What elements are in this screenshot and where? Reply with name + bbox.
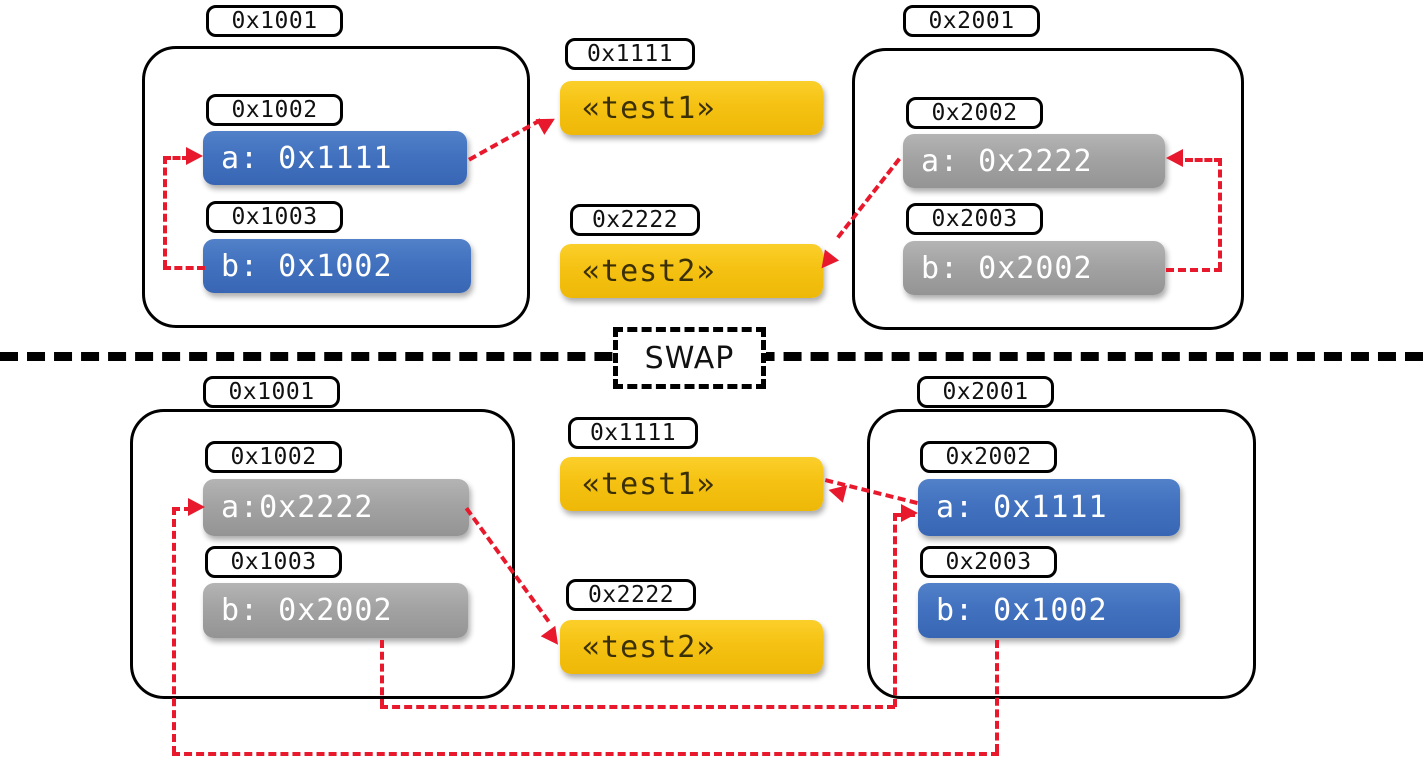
after-right-slot0-value: a: 0x1111: [918, 479, 1180, 536]
before-right-hook-top: [1185, 158, 1222, 162]
before-right-hook-arrowhead: [1166, 149, 1183, 167]
before-right-slot0-value: a: 0x2222: [903, 134, 1165, 188]
before-left-slot1-address: 0x1003: [206, 201, 343, 233]
after-left-b-run-horizontal: [380, 705, 895, 709]
after-string1-value: «test2»: [560, 620, 823, 674]
after-left-slot0-value: a:0x2222: [203, 479, 469, 536]
before-right-hook-bottom: [1166, 268, 1222, 272]
after-left-slot1-value: b: 0x2002: [203, 583, 468, 638]
after-right-a-to-test1-arrowhead: [826, 481, 848, 503]
after-right-a-arrowhead: [901, 504, 918, 522]
after-left-a-arrowhead: [188, 498, 205, 516]
before-string0-address: 0x1111: [565, 38, 695, 70]
before-left-hook-top: [163, 156, 190, 160]
before-left-slot0-address: 0x1002: [206, 94, 343, 126]
after-right-slot1-value: b: 0x1002: [918, 583, 1180, 638]
before-right-slot1-address: 0x2003: [906, 203, 1043, 235]
before-string1-value: «test2»: [560, 244, 823, 298]
after-right-slot1-address: 0x2003: [920, 546, 1057, 578]
before-left-hook-bottom: [163, 266, 205, 270]
after-string0-address: 0x1111: [568, 417, 698, 449]
after-left-a-entry-horizontal: [172, 507, 192, 511]
before-left-hook-vertical: [163, 156, 167, 268]
after-left-slot1-address: 0x1003: [205, 546, 342, 578]
before-left-a-to-test1-arrowhead: [535, 110, 560, 135]
before-right-hook-vertical: [1218, 158, 1222, 270]
after-left-b-drop-vertical: [380, 640, 384, 707]
after-left-a-rise-vertical: [172, 507, 176, 754]
after-left-frame-address: 0x1001: [203, 376, 340, 408]
before-left-slot1-value: b: 0x1002: [203, 239, 471, 293]
before-right-slot0-address: 0x2002: [906, 97, 1043, 129]
after-left-slot0-address: 0x1002: [205, 441, 342, 473]
after-right-a-rise-vertical: [893, 513, 897, 707]
swap-label-box: SWAP: [613, 327, 766, 389]
before-right-slot1-value: b: 0x2002: [903, 241, 1165, 295]
after-string0-value: «test1»: [560, 457, 823, 511]
after-right-frame-address: 0x2001: [917, 376, 1054, 408]
after-string1-address: 0x2222: [566, 579, 696, 611]
before-right-frame-address: 0x2001: [903, 5, 1040, 37]
before-string1-address: 0x2222: [570, 204, 700, 236]
before-left-slot0-value: a: 0x1111: [203, 131, 467, 185]
before-string0-value: «test1»: [560, 81, 823, 135]
after-right-slot0-address: 0x2002: [920, 441, 1057, 473]
after-right-b-run-horizontal: [172, 752, 999, 756]
swap-label: SWAP: [644, 340, 735, 376]
before-left-hook-arrowhead: [186, 147, 203, 165]
after-right-b-drop-vertical: [995, 640, 999, 752]
before-left-frame-address: 0x1001: [206, 5, 343, 37]
